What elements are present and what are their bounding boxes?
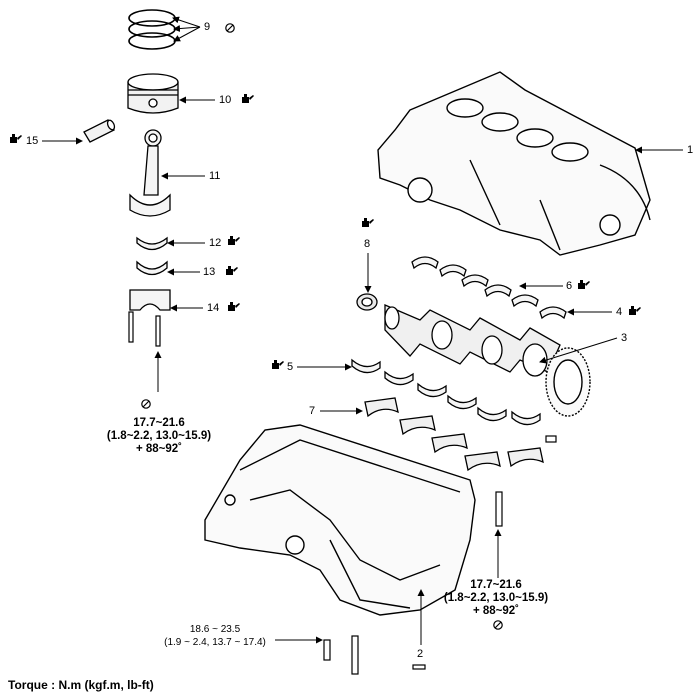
callout-7: 7 [309,405,316,417]
callout-13: 13 [203,266,216,278]
callout-1: 1 [687,144,694,156]
rod-cap-torque-2: (1.8~2.2, 13.0~15.9) [106,430,212,442]
crankshaft [384,304,561,377]
callout-4: 4 [616,306,623,318]
leader-lines [42,16,683,645]
rod-cap [129,289,171,311]
main-cap-bolt [495,491,503,527]
lower-crankcase [204,424,476,616]
main-cap-torque-3: + 88~92˚ [472,605,520,617]
callout-3: 3 [621,332,628,344]
piston-pin [83,119,116,143]
lower-main-bearings [351,358,541,426]
upper-main-bearings [411,256,567,320]
callout-10: 10 [219,94,232,106]
callout-6: 6 [566,280,573,292]
callout-9: 9 [204,21,211,33]
callout-11: 11 [209,170,221,182]
lower-case-bolts [323,635,426,675]
flywheel-bolt [545,435,557,443]
piston-rings [128,9,176,50]
main-bearing-caps [364,397,544,472]
main-cap-torque-1: 17.7~21.6 [470,579,522,591]
rod-cap-torque-1: 17.7~21.6 [133,417,185,429]
piston [127,73,179,114]
torque-units-note: Torque : N.m (kgf.m, lb-ft) [8,678,154,692]
thrust-bearing [356,293,378,311]
connecting-rod [129,129,171,217]
callout-5: 5 [287,361,294,373]
rod-bolts [128,311,161,347]
lower-case-torque-1: 18.6 ~ 23.5 [189,624,241,635]
rod-cap-torque-3: + 88~92˚ [135,443,183,455]
callout-14: 14 [207,302,220,314]
callout-2: 2 [417,648,424,660]
callout-15: 15 [26,135,39,147]
rod-bearings [136,236,168,276]
lower-case-torque-2: (1.9 ~ 2.4, 13.7 ~ 17.4) [164,637,266,648]
main-cap-torque-2: (1.8~2.2, 13.0~15.9) [443,592,549,604]
callout-12: 12 [209,237,222,249]
cylinder-block [377,71,651,256]
flywheel-ring [545,347,591,417]
callout-8: 8 [364,238,371,250]
